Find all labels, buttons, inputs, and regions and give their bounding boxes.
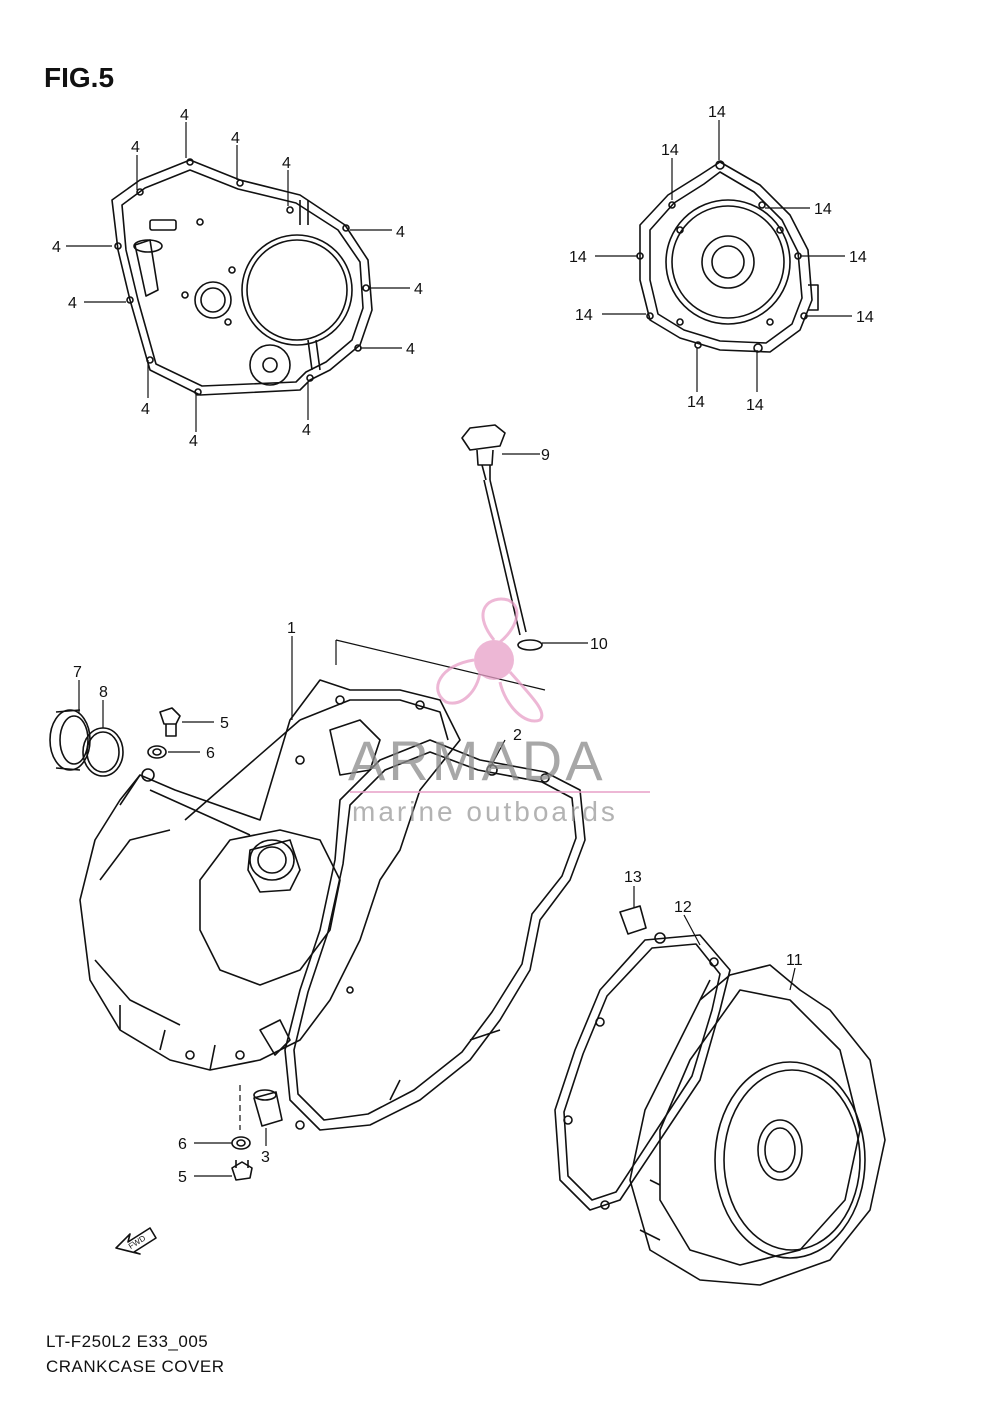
watermark-tagline: marine outboards [352, 796, 618, 827]
callout-9: 9 [541, 447, 550, 464]
callout-14: 14 [708, 104, 726, 121]
callout-8: 8 [99, 684, 108, 701]
callout-10: 10 [590, 636, 608, 653]
callout-4: 4 [414, 281, 423, 298]
callout-7: 7 [73, 664, 82, 681]
callout-14: 14 [687, 394, 705, 411]
callout-6: 6 [206, 745, 215, 762]
magneto-cover-gasket-view [636, 160, 819, 353]
callout-4: 4 [68, 295, 77, 312]
callout-5: 5 [178, 1169, 187, 1186]
section-name: CRANKCASE COVER [46, 1357, 225, 1376]
bolt-upper [159, 707, 181, 737]
callout-6: 6 [178, 1136, 187, 1153]
crankcase-cover-gasket [284, 739, 586, 1131]
callout-11: 11 [786, 952, 803, 969]
callout-14: 14 [849, 249, 867, 266]
callout-4: 4 [396, 224, 405, 241]
callout-14: 14 [746, 397, 764, 414]
model-code: LT-F250L2 E33_005 [46, 1332, 209, 1351]
callout-4: 4 [141, 401, 150, 418]
callout-12: 12 [674, 899, 692, 916]
watermark-propeller-icon [350, 597, 650, 793]
leader-lines [66, 120, 852, 1177]
oil-level-dipstick [461, 424, 543, 651]
dowel-pin [253, 1089, 283, 1127]
callout-3: 3 [261, 1149, 270, 1166]
callout-14: 14 [575, 307, 593, 324]
bolt-lower [231, 1160, 253, 1181]
magneto-cover-gasket [554, 932, 731, 1211]
watermark-brand: ARMADA [348, 729, 606, 792]
clutch-cover-gasket-view [111, 158, 373, 396]
callout-13: 13 [624, 869, 642, 886]
washer-upper [147, 745, 167, 759]
callout-4: 4 [180, 107, 189, 124]
callout-1: 1 [287, 620, 296, 637]
callout-4: 4 [302, 422, 311, 439]
callout-4: 4 [52, 239, 61, 256]
callout-4: 4 [231, 130, 240, 147]
callout-4: 4 [282, 155, 291, 172]
callout-14: 14 [856, 309, 874, 326]
callout-14: 14 [569, 249, 587, 266]
magneto-cover [629, 964, 886, 1286]
callout-5: 5 [220, 715, 229, 732]
callout-4: 4 [189, 433, 198, 450]
fwd-arrow-icon [115, 1227, 157, 1255]
washer-lower [231, 1136, 251, 1150]
crankcase-cover-left [79, 679, 461, 1071]
callout-14: 14 [661, 142, 679, 159]
callout-4: 4 [131, 139, 140, 156]
dowel-pin-right [619, 905, 647, 935]
callout-14: 14 [814, 201, 832, 218]
callout-4: 4 [406, 341, 415, 358]
callout-2: 2 [513, 727, 522, 744]
figure-title: FIG.5 [44, 62, 115, 93]
